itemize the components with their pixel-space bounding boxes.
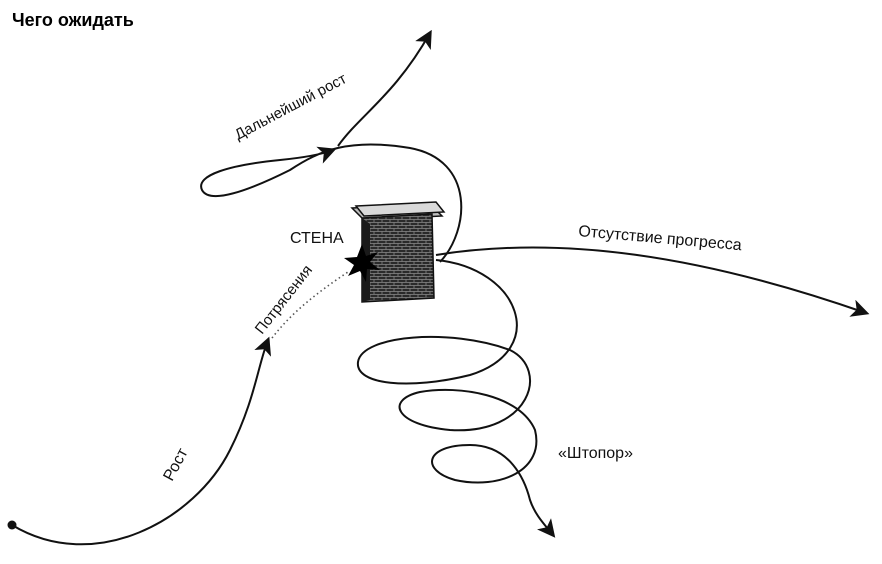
label-wall: СТЕНА xyxy=(290,230,344,247)
growth-curve xyxy=(11,336,272,546)
further-growth-arrow xyxy=(337,29,432,147)
label-no-progress: Отсутствие прогресса xyxy=(578,223,743,254)
label-growth: Рост xyxy=(161,445,192,484)
diagram-title: Чего ожидать xyxy=(12,10,134,30)
label-further-growth: Дальнейший рост xyxy=(232,70,350,143)
label-shocks: Потрясения xyxy=(252,262,316,338)
spin-spiral-curve xyxy=(356,259,556,538)
further-growth-curve xyxy=(200,143,463,263)
no-progress-curve xyxy=(435,246,870,317)
wall-block xyxy=(350,201,446,303)
shocks-dotted-path xyxy=(271,271,349,339)
label-spin: «Штопор» xyxy=(558,445,633,462)
impact-star-icon xyxy=(344,244,380,282)
